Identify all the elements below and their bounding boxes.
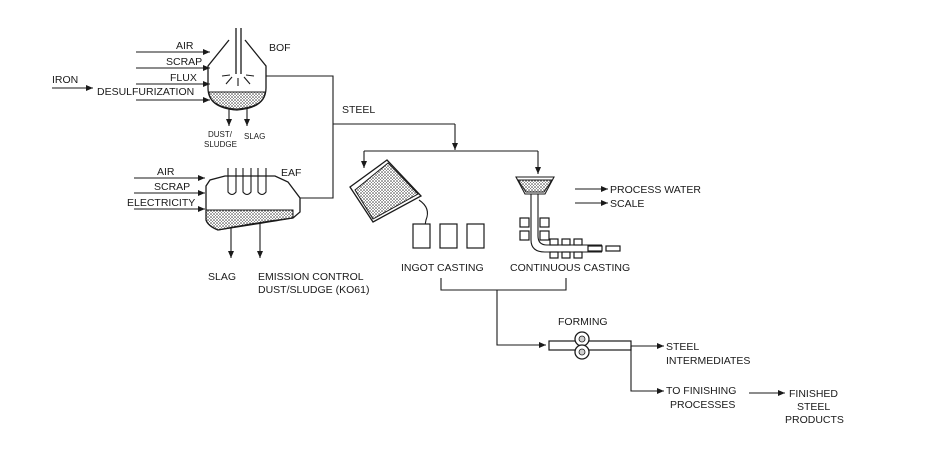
emission-label-1: EMISSION CONTROL	[258, 271, 364, 283]
bof-dust-label-2: SLUDGE	[204, 140, 237, 149]
bof-dust-label-1: DUST/	[208, 130, 233, 139]
to-finishing-label-1: TO FINISHING	[666, 385, 736, 397]
eaf-air-label: AIR	[157, 166, 175, 178]
scale-label: SCALE	[610, 198, 644, 210]
eaf-label: EAF	[281, 167, 301, 179]
desulfurization-label: DESULFURIZATION	[97, 86, 194, 98]
ingot-molds	[412, 223, 485, 249]
eaf-furnace	[205, 168, 301, 231]
finished-label-3: PRODUCTS	[785, 414, 844, 426]
steel-intermediates-label-2: INTERMEDIATES	[666, 355, 750, 367]
finished-label-1: FINISHED	[789, 388, 838, 400]
process-water-label: PROCESS WATER	[610, 184, 701, 196]
eaf-scrap-label: SCRAP	[154, 181, 190, 193]
continuous-casting-label: CONTINUOUS CASTING	[510, 262, 630, 274]
bof-slag-label: SLAG	[244, 132, 265, 141]
electricity-label: ELECTRICITY	[127, 197, 195, 209]
emission-label-2: DUST/SLUDGE (KO61)	[258, 284, 369, 296]
to-finishing-arrow	[630, 346, 664, 394]
bof-furnace	[207, 28, 267, 111]
ingot-ladle	[349, 159, 428, 237]
flux-label: FLUX	[170, 72, 197, 84]
finished-label-2: STEEL	[797, 401, 830, 413]
steel-label: STEEL	[342, 104, 375, 116]
iron-label: IRON	[52, 74, 78, 86]
steel-intermediates-label-1: STEEL	[666, 341, 699, 353]
continuous-caster	[515, 176, 621, 259]
eaf-slag-label: SLAG	[208, 271, 236, 283]
casting-to-forming-lines	[440, 278, 567, 348]
bof-air-label: AIR	[176, 40, 194, 52]
forming-mill	[548, 331, 632, 360]
forming-label: FORMING	[558, 316, 608, 328]
steel-flow-lines	[266, 75, 541, 199]
bof-label: BOF	[269, 42, 291, 54]
to-finishing-label-2: PROCESSES	[670, 399, 735, 411]
ingot-casting-label: INGOT CASTING	[401, 262, 484, 274]
bof-scrap-label: SCRAP	[166, 56, 202, 68]
